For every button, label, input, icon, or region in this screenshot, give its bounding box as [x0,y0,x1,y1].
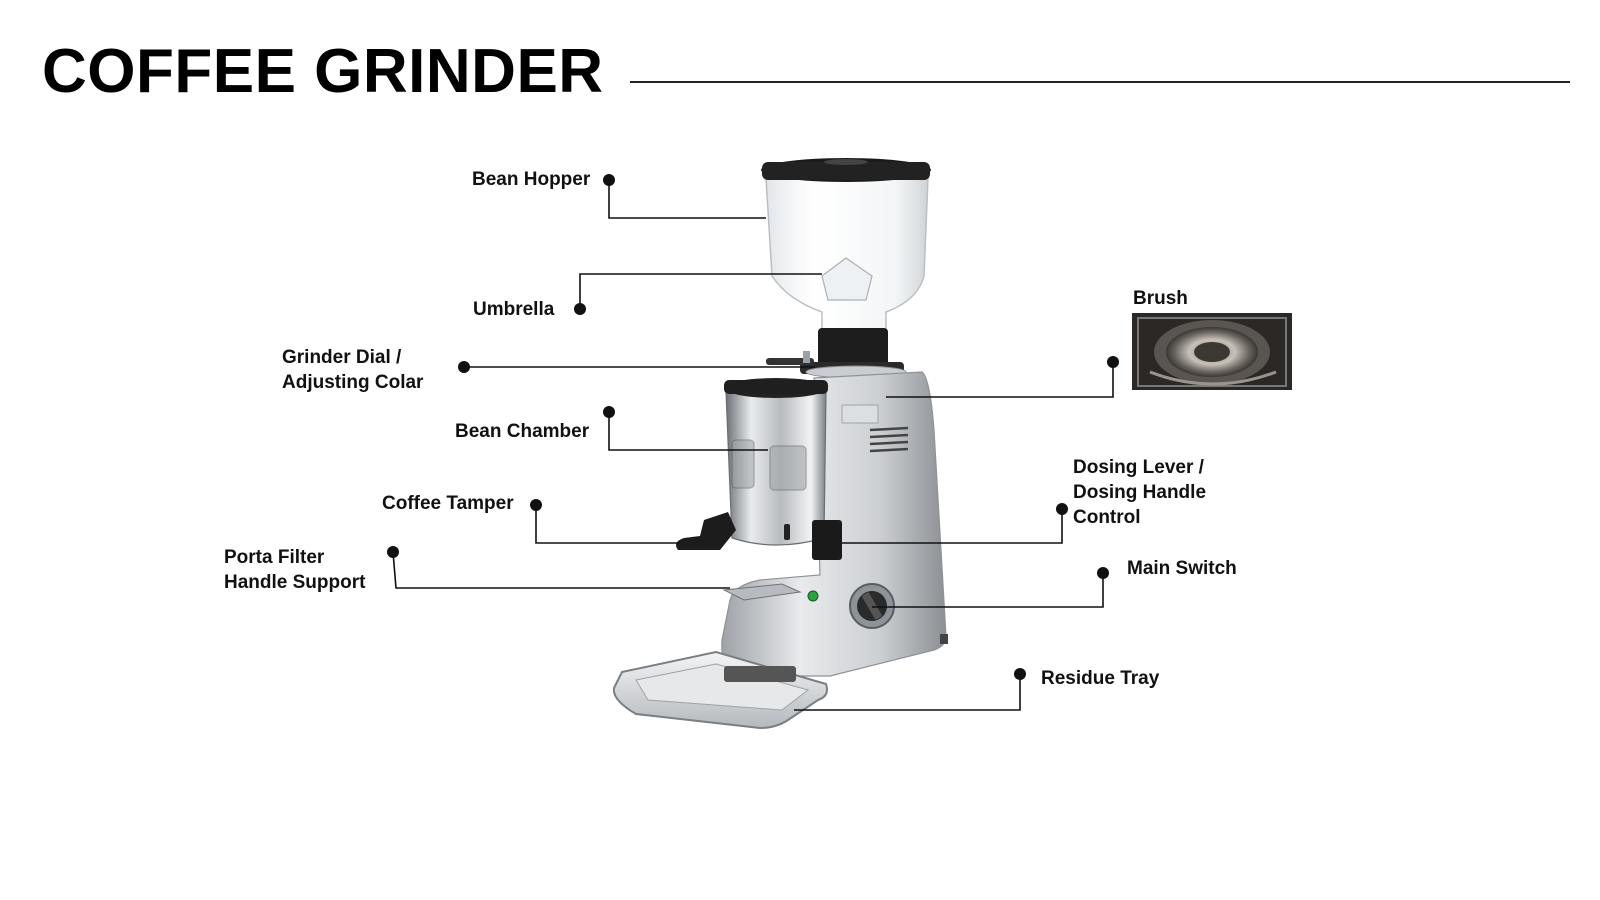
bean-hopper-dot [603,174,615,186]
label-bean-chamber: Bean Chamber [455,419,589,444]
label-porta-filter-line-2: Handle Support [224,570,365,595]
grinder-dial-shape [766,328,906,378]
label-residue-tray: Residue Tray [1041,666,1159,691]
label-porta-filter: Porta Filter Handle Support [224,545,365,595]
label-porta-filter-line-1: Porta Filter [224,545,365,570]
label-grinder-dial: Grinder Dial / Adjusting Colar [282,345,423,395]
dosing-lever-dot [1056,503,1068,515]
coffee-tamper-leader [536,505,680,543]
label-grinder-dial-line-1: Grinder Dial / [282,345,423,370]
label-coffee-tamper: Coffee Tamper [382,491,514,516]
label-main-switch: Main Switch [1127,556,1237,581]
label-dosing-lever-line-3: Control [1073,505,1206,530]
label-bean-hopper: Bean Hopper [472,167,590,192]
label-grinder-dial-line-2: Adjusting Colar [282,370,423,395]
porta-filter-dot [387,546,399,558]
coffee-tamper-dot [530,499,542,511]
bean-hopper-shape [761,158,931,330]
label-dosing-lever-line-2: Dosing Handle [1073,480,1206,505]
residue-tray-leader [794,674,1020,710]
label-dosing-lever: Dosing Lever / Dosing Handle Control [1073,455,1206,530]
porta-filter-leader [393,552,730,588]
brush-inset-image [1132,313,1292,390]
umbrella-dot [574,303,586,315]
residue-tray-dot [1014,668,1026,680]
bean-hopper-leader [609,180,766,218]
bean-chamber-shape [676,378,842,560]
brush-dot [1107,356,1119,368]
grinder-dial-dot [458,361,470,373]
label-dosing-lever-line-1: Dosing Lever / [1073,455,1206,480]
main-switch-dot [1097,567,1109,579]
bean-chamber-dot [603,406,615,418]
label-brush: Brush [1133,286,1188,311]
label-umbrella: Umbrella [473,297,554,322]
